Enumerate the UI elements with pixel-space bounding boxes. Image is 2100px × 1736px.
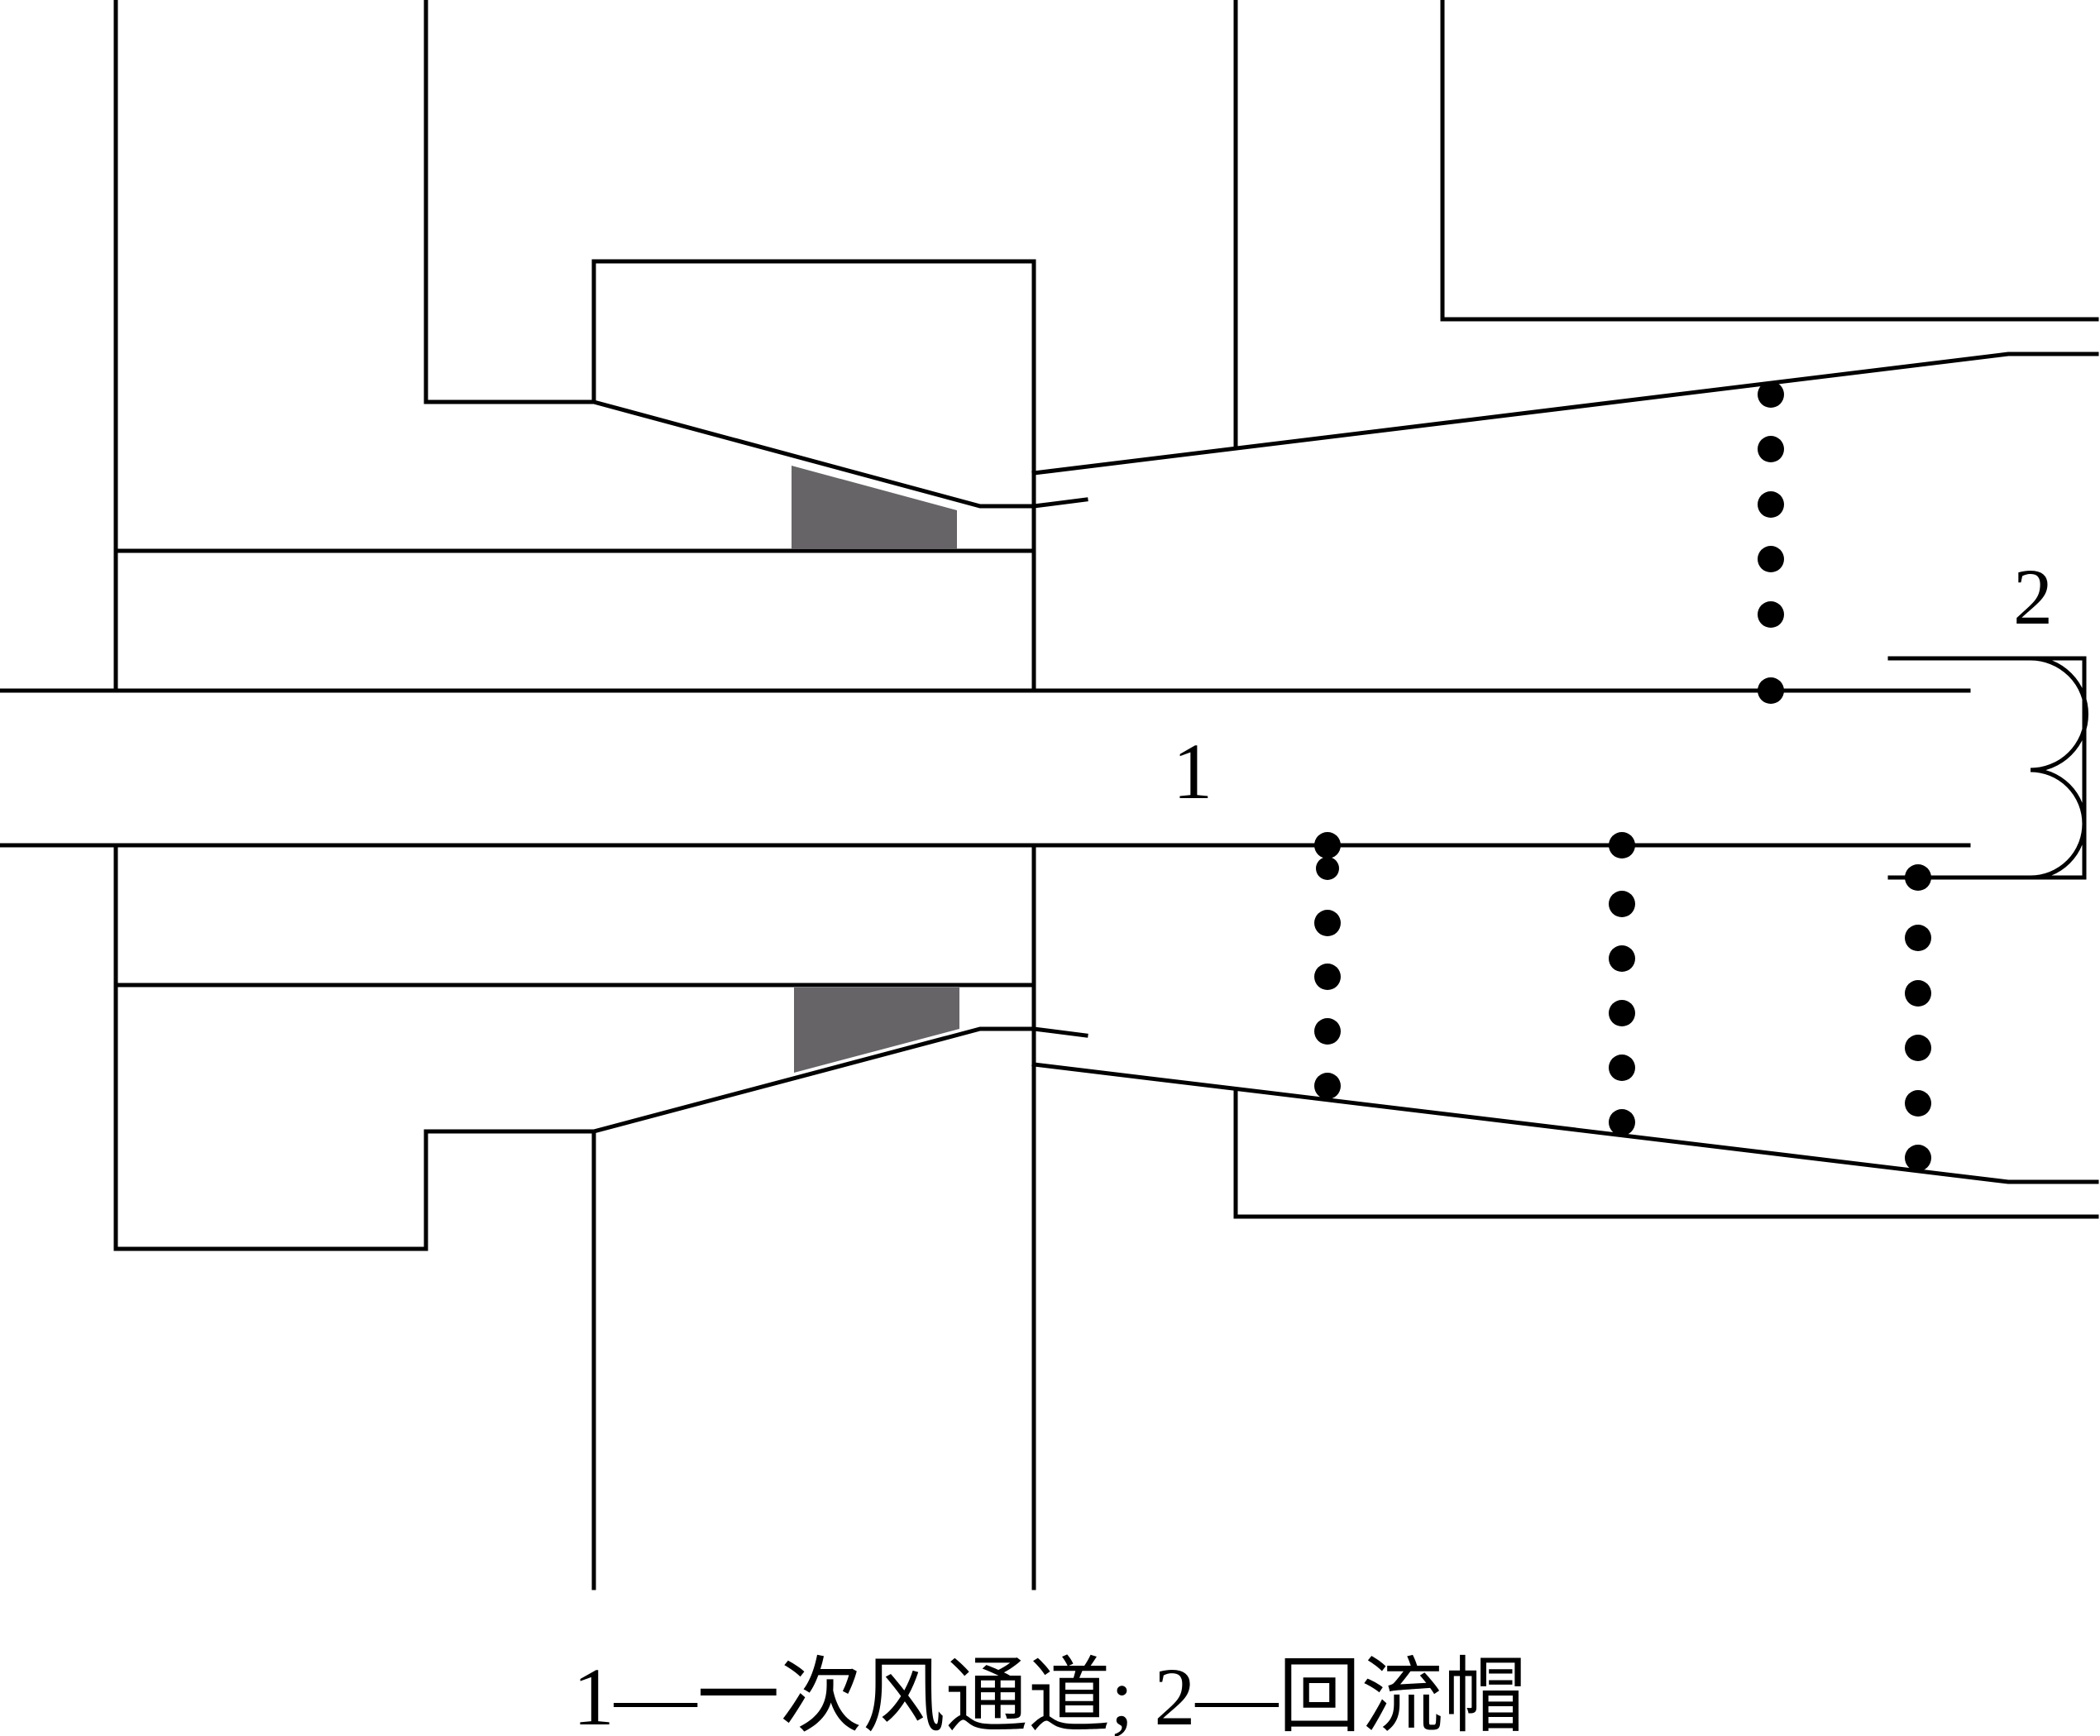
structure-lines	[0, 0, 2099, 1590]
lower-taper	[591, 1026, 1088, 1135]
lower-dotted-column-2	[1609, 832, 1635, 1136]
upper-diverging-wall	[1031, 352, 2099, 476]
lower-dotted-column-3	[1905, 864, 1931, 1171]
lower-swirl-wedge	[794, 988, 959, 1073]
upper-swirl-wedge	[792, 466, 957, 549]
label-primary-air-channel: 1	[1173, 727, 1213, 815]
reflux-cap	[1887, 656, 2088, 880]
lower-right-housing	[1233, 1088, 2099, 1219]
upper-taper	[591, 399, 1088, 509]
upper-dotted-column	[1758, 381, 1784, 704]
label-reflux-cap: 2	[2013, 552, 2053, 641]
upper-right-housing	[1440, 0, 2099, 322]
reflux-cap-frame	[2028, 656, 2087, 880]
housing-lower-left-box	[113, 843, 596, 1251]
lower-diverging-wall	[1031, 1062, 2099, 1184]
upper-step-block	[423, 0, 596, 404]
lower-dotted-column-1	[1314, 832, 1341, 1099]
figure-caption: 1—一次风通道; 2—回流帽	[573, 1651, 1527, 1736]
dotted-lines	[1314, 381, 1931, 1171]
upper-swirl-block	[591, 259, 1036, 693]
swirl-wedges	[792, 466, 959, 1073]
